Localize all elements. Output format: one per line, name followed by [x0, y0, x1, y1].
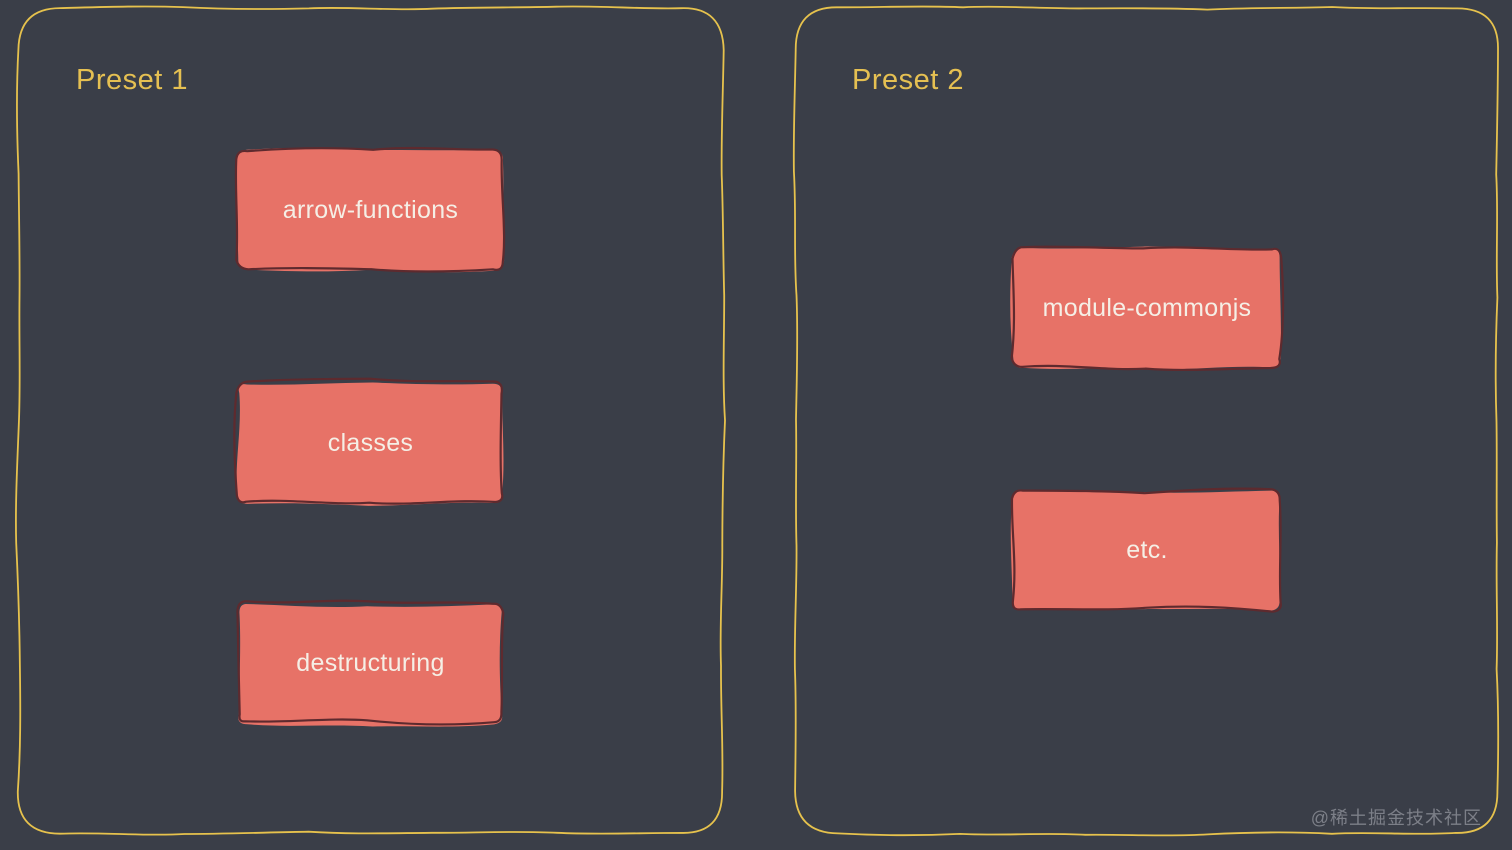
watermark: @稀土掘金技术社区: [1310, 808, 1482, 828]
node-arrow-functions: arrow-functions: [234, 146, 506, 273]
node-etc: etc.: [1010, 487, 1282, 613]
node-classes-label: classes: [327, 428, 414, 457]
node-destructuring-label: destructuring: [296, 648, 445, 677]
preset-1-title: Preset 1: [76, 64, 188, 96]
node-classes: classes: [233, 377, 504, 506]
preset-2-title: Preset 2: [852, 64, 964, 96]
preset-2-frame-outline: [792, 5, 1500, 837]
node-module-commonjs: module-commonjs: [1010, 245, 1285, 372]
node-arrow-functions-label: arrow-functions: [282, 195, 459, 224]
node-destructuring: destructuring: [236, 599, 505, 727]
preset-2-group: Preset 2 module-commonjs etc.: [792, 5, 1500, 837]
node-etc-label: etc.: [1126, 535, 1168, 564]
node-module-commonjs-label: module-commonjs: [1042, 293, 1252, 322]
preset-1-group: Preset 1 arrow-functions classes destruc…: [15, 5, 726, 836]
